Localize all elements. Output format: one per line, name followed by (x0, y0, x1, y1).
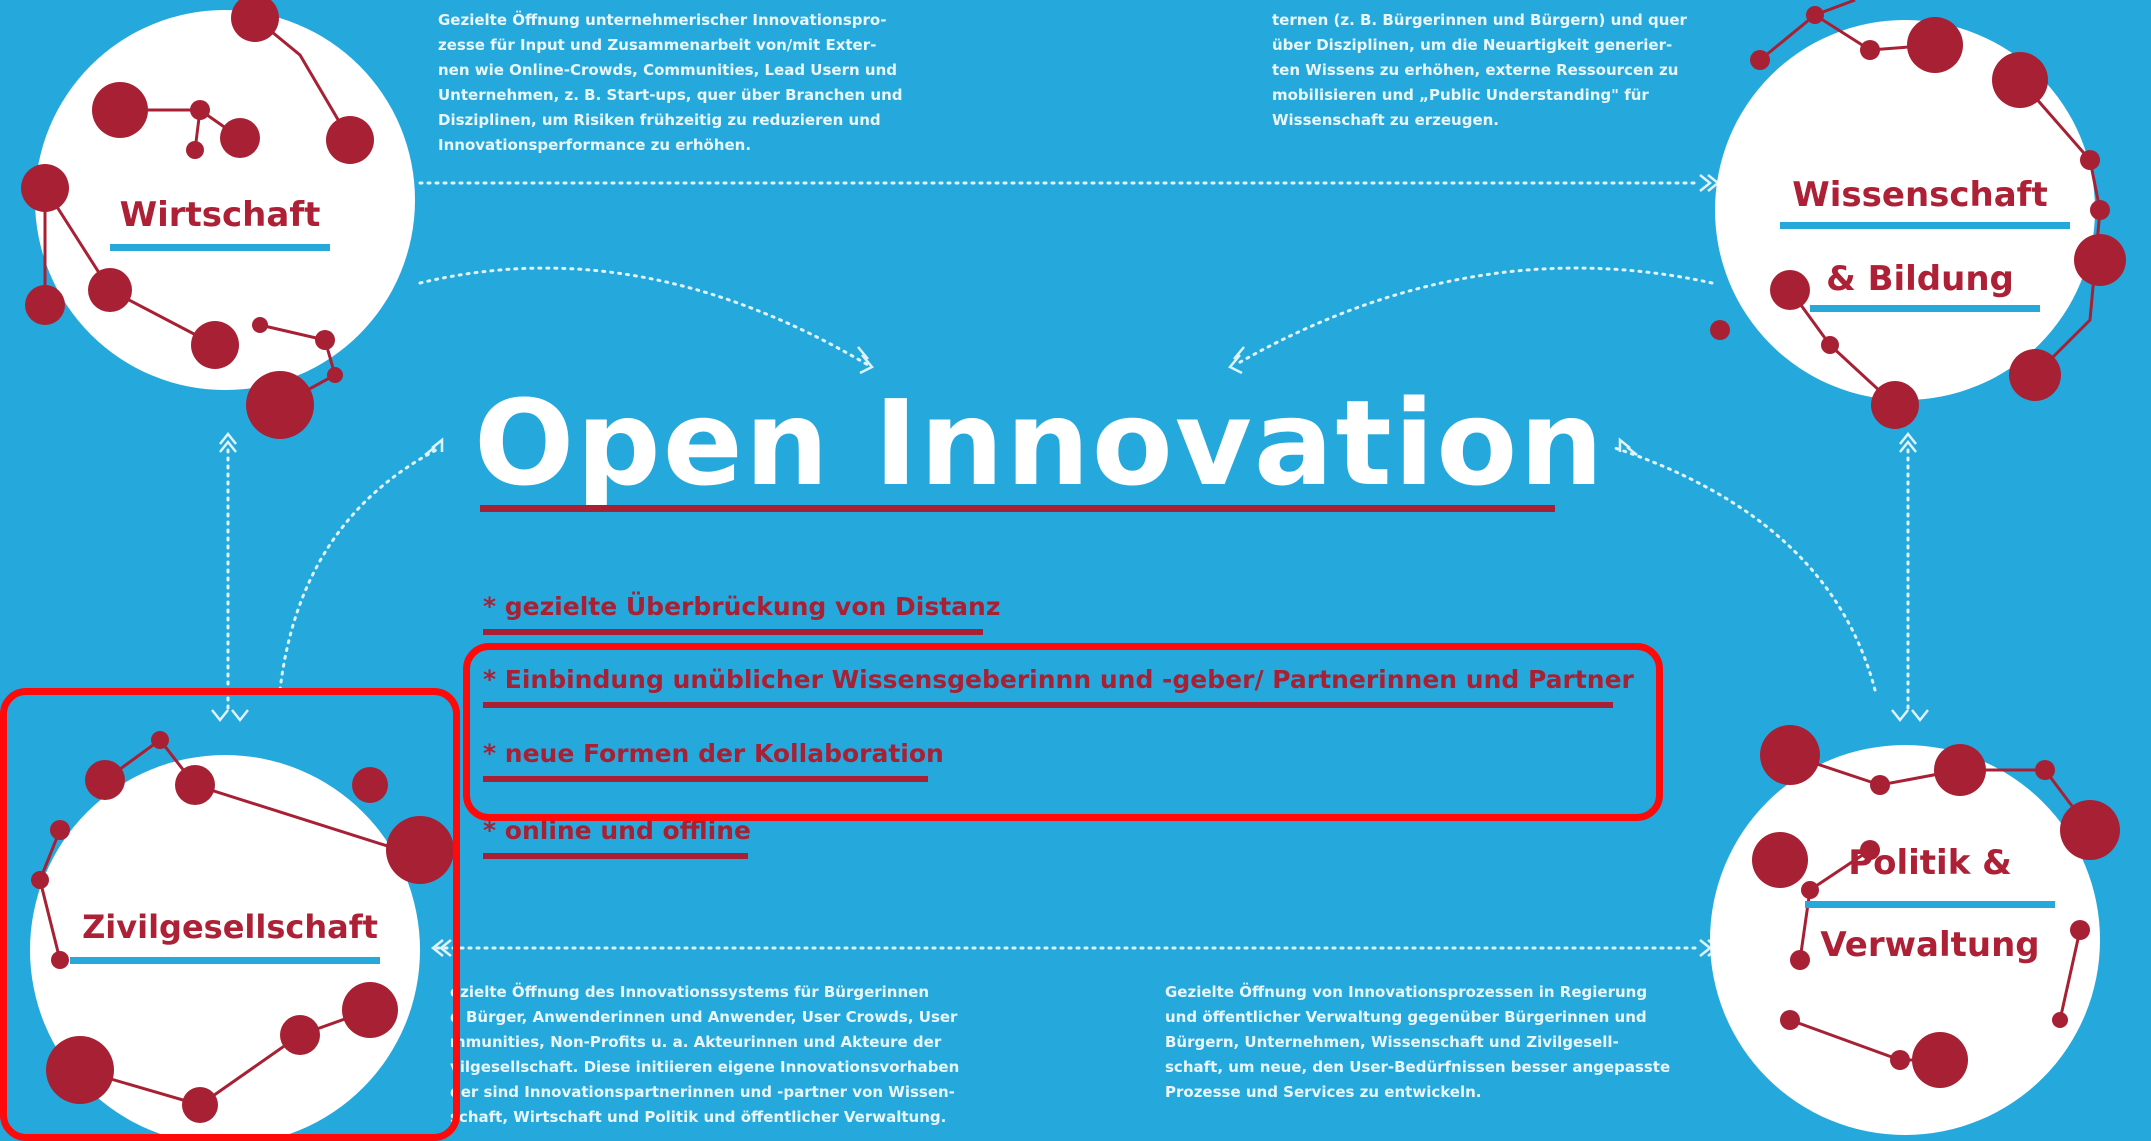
title-underline (480, 505, 1555, 512)
connector-wirtschaft-center (418, 266, 870, 367)
highlight-box-bullets (463, 643, 1663, 821)
bullet-distanz: * gezielte Überbrückung von Distanz (483, 592, 1001, 621)
arrowheads (211, 174, 1929, 957)
bullet-underline-2 (483, 702, 1613, 708)
node-label-politik-2: Verwaltung (1820, 925, 2040, 965)
arrow-down-right (1891, 709, 1929, 723)
arrow-left-bottom (430, 939, 452, 957)
arrow-down-left (211, 709, 249, 723)
node-label-wirtschaft: Wirtschaft (119, 195, 321, 235)
description-wirtschaft: Gezielte Öffnung unternehmerischer Innov… (438, 11, 903, 154)
arrow-right-top (1699, 174, 1721, 192)
connector-politik-center (1613, 446, 1877, 692)
connector-lines (226, 181, 1910, 950)
node-label-wissenschaft-1: Wissenschaft (1792, 175, 2048, 215)
arrow-title-right (1618, 437, 1638, 456)
node-zivilgesellschaft (30, 731, 454, 1141)
highlight-box-zivilgesellschaft (0, 688, 460, 1141)
bullet-einbindung: * Einbindung unüblicher Wissensgeberinnn… (483, 665, 1634, 694)
node-wirtschaft (21, 0, 415, 439)
description-politik: Gezielte Öffnung von Innovationsprozesse… (1165, 983, 1671, 1101)
bullet-underline-3 (483, 776, 928, 782)
page-title: Open Innovation (474, 374, 1606, 512)
arrow-up-left (219, 431, 237, 453)
connector-zivil-center (278, 446, 442, 692)
node-wissenschaft (1710, 0, 2126, 429)
description-zivilgesellschaft: ezielte Öffnung des Innovationssystems f… (450, 983, 960, 1126)
arrow-center-left (857, 346, 874, 375)
arrow-center-right (1228, 346, 1245, 375)
arrow-up-right (1899, 431, 1917, 453)
node-label-politik-1: Politik & (1848, 843, 2012, 883)
arrow-title-left (424, 437, 444, 456)
bullet-underline-1 (483, 629, 983, 635)
node-label-wissenschaft-2: & Bildung (1826, 259, 2014, 299)
node-politik (1710, 725, 2120, 1135)
node-label-zivilgesellschaft: Zivilgesellschaft (82, 908, 378, 946)
bullet-kollaboration: * neue Formen der Kollaboration (483, 739, 944, 768)
bullet-underline-4 (483, 853, 748, 859)
description-wissenschaft: ternen (z. B. Bürgerinnen und Bürgern) u… (1272, 11, 1687, 129)
connector-wissenschaft-center (1233, 266, 1714, 367)
